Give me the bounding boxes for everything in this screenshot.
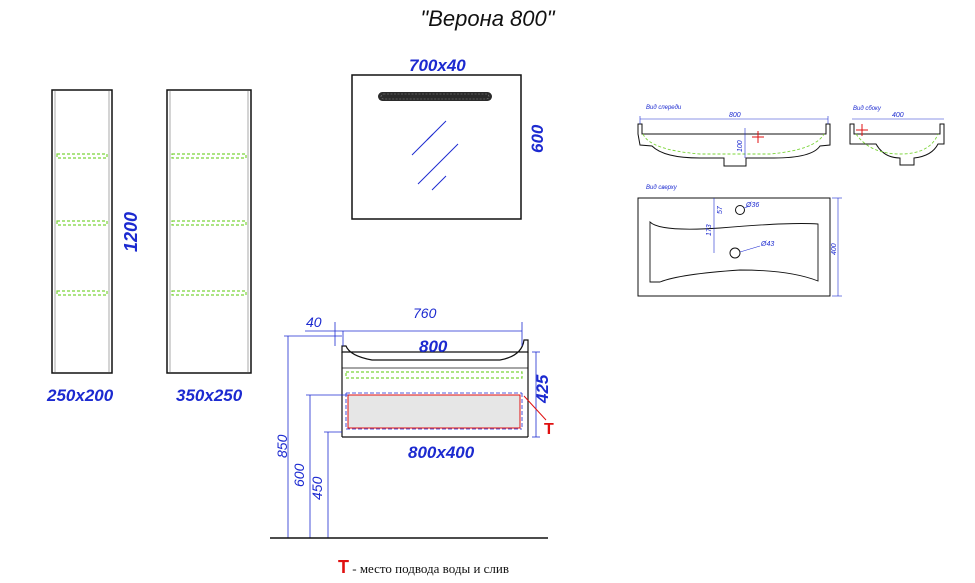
dim-600: 600 <box>291 463 307 487</box>
column-height-label: 1200 <box>121 212 141 252</box>
t-marker: T <box>544 421 554 438</box>
dim-450: 450 <box>309 476 325 500</box>
basin-front-width: 800 <box>729 112 741 119</box>
vanity-unit <box>341 339 529 438</box>
basin-side-view <box>849 118 945 166</box>
basin-top-view <box>637 197 842 297</box>
basin-side-width: 400 <box>892 112 904 119</box>
mirror-height-label: 600 <box>528 124 547 153</box>
basin-side-view-label: Вид сбоку <box>853 106 882 112</box>
dim-800-vanity: 800 <box>419 337 448 356</box>
dim-760: 760 <box>413 305 437 321</box>
dim-57: 57 <box>717 205 724 214</box>
basin-top-view-label: Вид сверху <box>646 185 678 191</box>
column-right-size-label: 350x250 <box>176 386 243 405</box>
dim-173: 173 <box>706 224 713 236</box>
column-left-size-label: 250x200 <box>46 386 114 405</box>
mirror-size-label: 700x40 <box>409 56 466 75</box>
drawer-lower <box>347 394 521 429</box>
drain-hole-diameter: Ø43 <box>760 241 774 248</box>
column-cabinet-right <box>166 89 252 374</box>
tap-hole-diameter: Ø36 <box>745 202 759 209</box>
dim-850: 850 <box>274 434 290 458</box>
vanity-size-label: 800x400 <box>408 443 475 462</box>
dim-40: 40 <box>306 314 322 330</box>
shelf <box>56 153 108 159</box>
drawer <box>345 371 523 379</box>
basin-front-view <box>637 116 831 167</box>
page-title: "Верона 800" <box>420 6 555 31</box>
shelf <box>171 220 247 226</box>
tap-hole <box>735 205 745 215</box>
legend: T - место подвода воды и слив <box>338 557 509 578</box>
drain-hole <box>729 247 741 259</box>
shelf <box>171 153 247 159</box>
vanity-dimensions <box>284 322 540 538</box>
basin-front-height: 100 <box>737 140 744 152</box>
basin-front-view-label: Вид спереди <box>646 105 682 111</box>
legend-text: - место подвода воды и слив <box>349 561 510 576</box>
column-cabinet-left <box>51 89 113 374</box>
shelf <box>56 290 108 296</box>
dim-425: 425 <box>533 374 552 404</box>
mirror <box>351 74 522 220</box>
basin-top-depth: 400 <box>831 243 838 255</box>
shelf <box>56 220 108 226</box>
mirror-light-bar <box>378 92 492 101</box>
legend-marker: T <box>338 557 349 577</box>
shelf <box>171 290 247 296</box>
